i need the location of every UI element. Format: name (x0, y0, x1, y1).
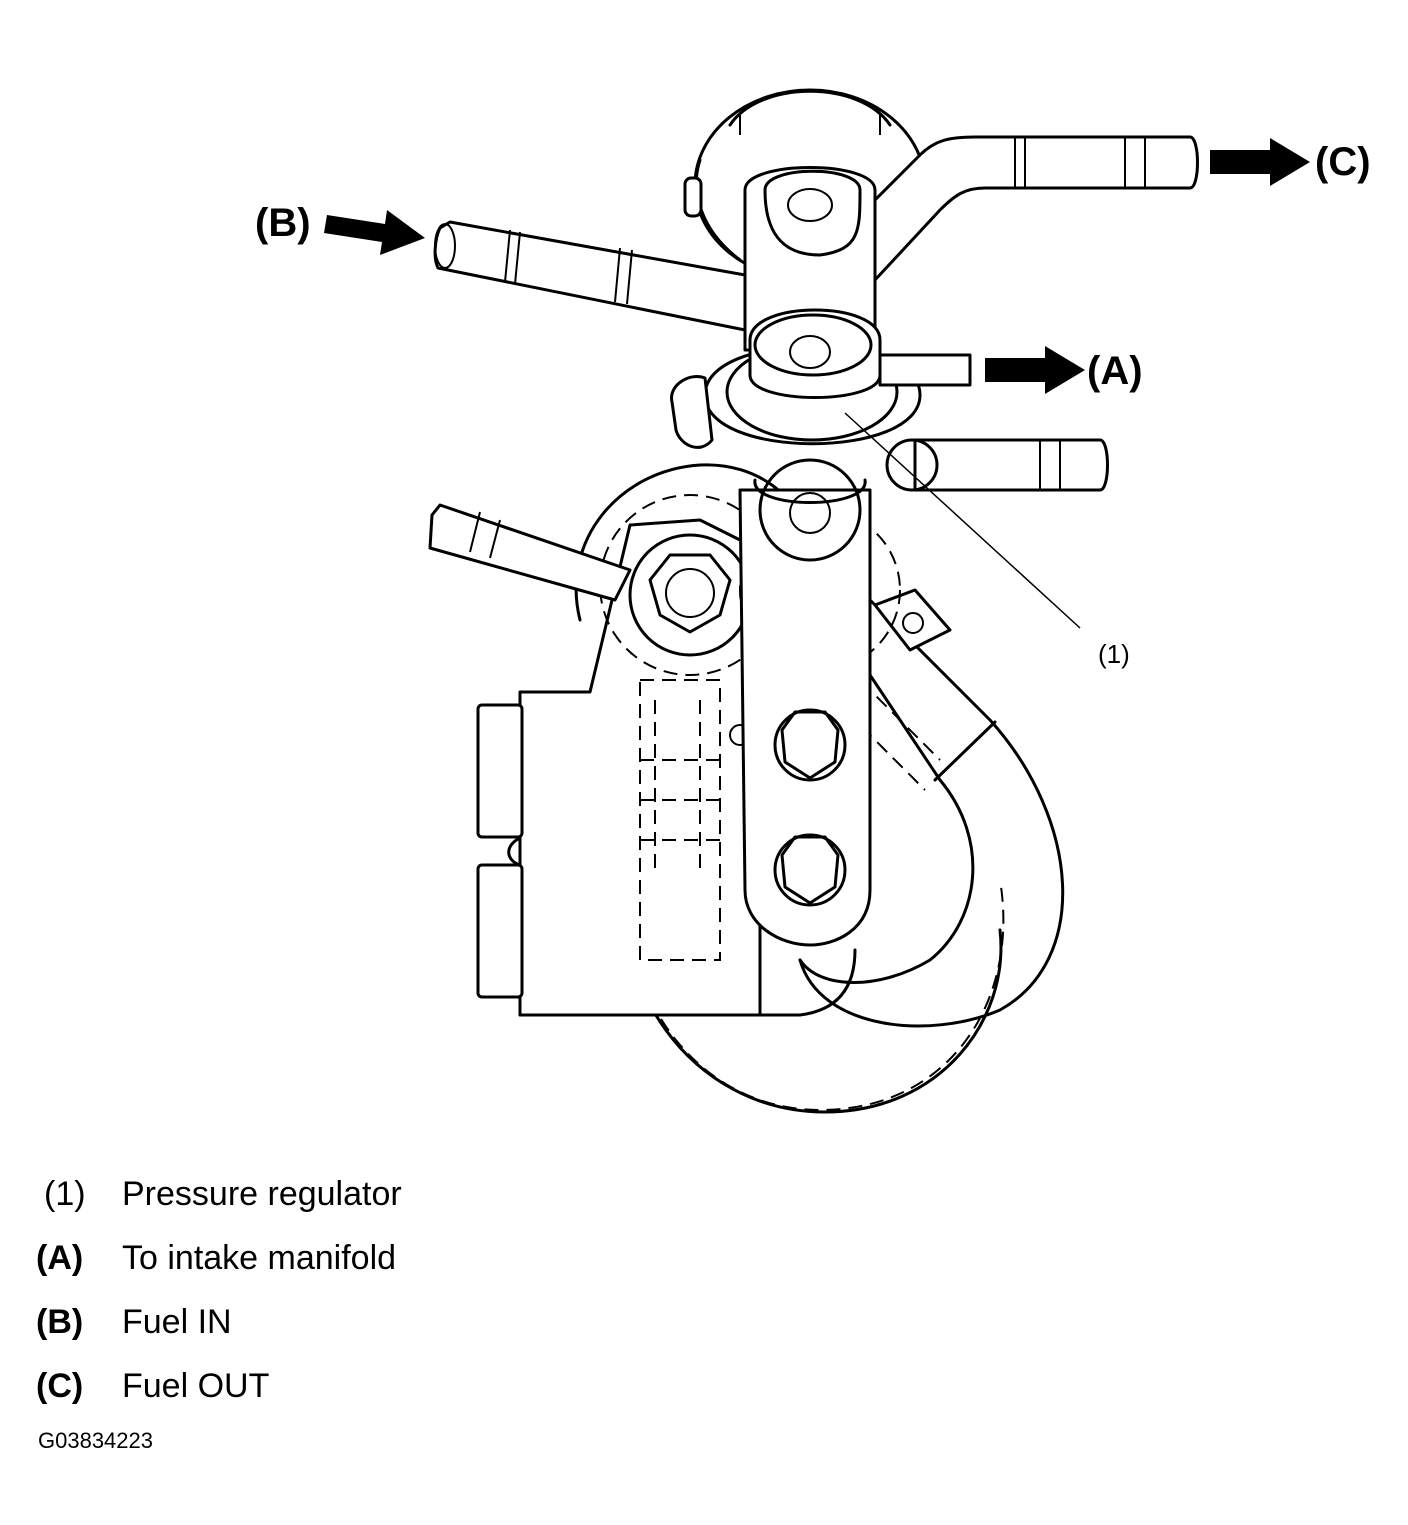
legend-text: To intake manifold (122, 1238, 397, 1277)
callout-c: (C) (1315, 140, 1371, 184)
mounting-bracket (738, 458, 872, 947)
arrow-to-intake-manifold (985, 346, 1085, 394)
pressure-regulator-diagram: (A) (B) (C) (1) (255, 88, 1371, 1114)
figure-id: G03834223 (38, 1428, 153, 1453)
callout-b: (B) (255, 201, 311, 245)
legend-key: (A) (36, 1238, 84, 1277)
vacuum-nipple-left (428, 503, 632, 602)
legend-item-a: (A) To intake manifold (36, 1236, 396, 1280)
legend-key: (B) (36, 1302, 84, 1341)
callout-a: (A) (1087, 349, 1143, 393)
leader-line-pressure-regulator (844, 412, 1081, 629)
legend-item-c: (C) Fuel OUT (36, 1364, 269, 1408)
upper-flange (743, 166, 877, 352)
legend-key: (C) (36, 1366, 84, 1405)
legend-item-1: (1) Pressure regulator (36, 1172, 402, 1216)
fuel-out-pipe (858, 135, 1199, 282)
outlet-nipple-right (885, 438, 1109, 492)
legend-item-b: (B) Fuel IN (36, 1300, 232, 1344)
legend-key: (1) (44, 1174, 86, 1213)
arrow-fuel-out (1210, 138, 1310, 186)
legend-text: Fuel IN (122, 1302, 232, 1341)
arrow-fuel-in (324, 210, 425, 255)
lower-housing (476, 518, 857, 1017)
return-hose (798, 588, 1065, 1028)
legend-text: Pressure regulator (122, 1174, 402, 1213)
pressure-regulator (670, 308, 972, 504)
legend-text: Fuel OUT (122, 1366, 270, 1405)
fuel-in-pipe (433, 220, 747, 332)
callout-1: (1) (1098, 639, 1130, 669)
